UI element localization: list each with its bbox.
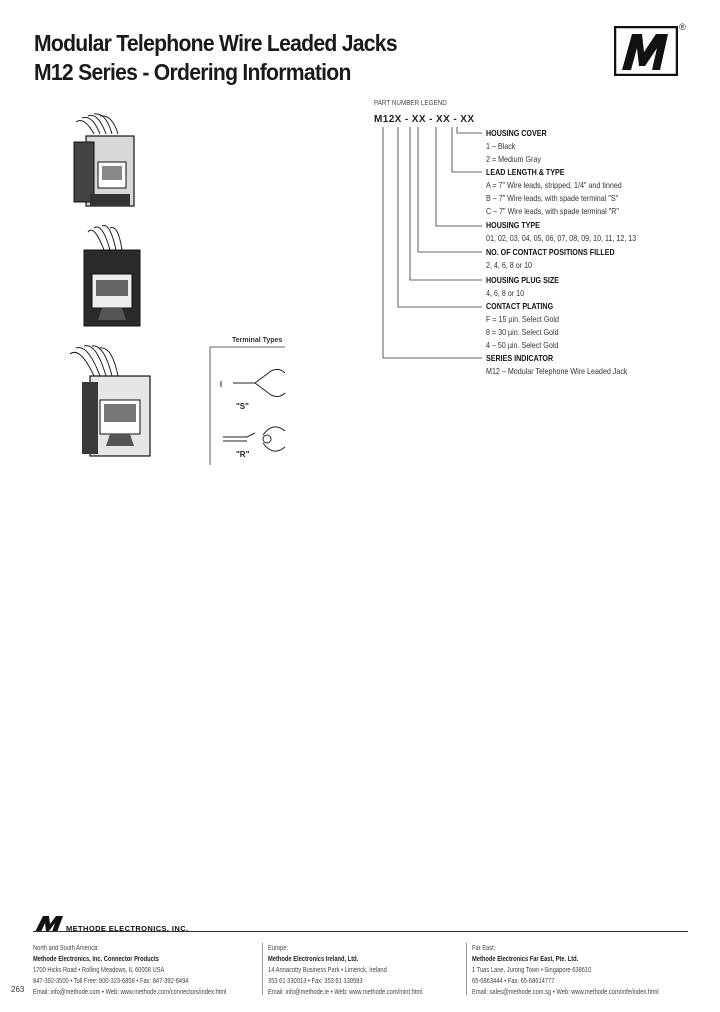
part-number-pattern: M12X - XX - XX - XX: [374, 114, 475, 125]
legend-housing-cover: HOUSING COVER 1 – Black 2 = Medium Gray: [486, 127, 547, 166]
footer-company: Methode Electronics Far East, Pte. Ltd.: [472, 956, 579, 963]
legend-line: A = 7" Wire leads, stripped, 1/4" and ti…: [486, 180, 622, 190]
legend-line: M12 – Modular Telephone Wire Leaded Jack: [486, 366, 628, 376]
legend-heading: LEAD LENGTH & TYPE: [486, 167, 565, 177]
legend-line: 2 = Medium Gray: [486, 154, 541, 164]
legend-line: 1 – Black: [486, 141, 516, 151]
legend-line: F = 15 µin. Select Gold: [486, 314, 559, 324]
footer-region: Europe:: [268, 945, 289, 952]
legend-heading: HOUSING COVER: [486, 128, 547, 138]
footer-address: 1 Tuas Lane, Jurong Town • Singapore 638…: [472, 967, 592, 974]
legend-heading: NO. OF CONTACT POSITIONS FILLED: [486, 247, 615, 257]
jack-image-1: [73, 113, 135, 207]
terminal-types-diagram: [209, 346, 286, 465]
legend-contact-positions: NO. OF CONTACT POSITIONS FILLED 2, 4, 6,…: [486, 246, 615, 272]
footer-col-europe: Europe: Methode Electronics Ireland, Ltd…: [268, 943, 422, 998]
page-number: 263: [11, 985, 25, 994]
registered-mark: ®: [679, 22, 686, 32]
footer-company-name: METHODE ELECTRONICS, INC.: [66, 924, 189, 933]
legend-lead-length: LEAD LENGTH & TYPE A = 7" Wire leads, st…: [486, 166, 622, 218]
footer-phone: 353 61 330013 • Fax: 353 61 330593: [268, 978, 363, 985]
spade-terminal-r-icon: [223, 426, 286, 452]
legend-heading: CONTACT PLATING: [486, 301, 554, 311]
jack-image-2: [83, 225, 141, 327]
legend-line: 2, 4, 6, 8 or 10: [486, 260, 533, 270]
footer-address: 14 Annacotty Business Park • Limerick, I…: [268, 967, 387, 974]
legend-series-indicator: SERIES INDICATOR M12 – Modular Telephone…: [486, 352, 627, 378]
footer-company: Methode Electronics Ireland, Ltd.: [268, 956, 359, 963]
footer-phone: 847-392-3500 • Toll Free: 800-323-6858 •…: [33, 978, 189, 985]
legend-housing-type: HOUSING TYPE 01, 02, 03, 04, 05, 06, 07,…: [486, 219, 636, 245]
spade-terminal-s-icon: [220, 368, 286, 398]
footer-web[interactable]: Email: sales@methode.com.sg • Web: www.m…: [472, 989, 659, 996]
legend-heading: HOUSING TYPE: [486, 220, 540, 230]
legend-heading: SERIES INDICATOR: [486, 353, 554, 363]
footer-address: 1700 Hicks Road • Rolling Meadows, IL 60…: [33, 967, 165, 974]
legend-line: 01, 02, 03, 04, 05, 06, 07, 08, 09, 10, …: [486, 233, 637, 243]
legend-contact-plating: CONTACT PLATING F = 15 µin. Select Gold …: [486, 300, 559, 352]
jack-image-3: [69, 345, 151, 457]
methode-logo-icon: [614, 26, 678, 76]
terminal-label-r: "R": [236, 450, 250, 459]
footer-divider: [262, 943, 263, 995]
footer-company: Methode Electronics, Inc. Connector Prod…: [33, 956, 159, 963]
footer-col-fareast: Far East: Methode Electronics Far East, …: [472, 943, 659, 998]
legend-line: B – 7" Wire leads, with spade terminal "…: [486, 193, 619, 203]
legend-heading: HOUSING PLUG SIZE: [486, 275, 559, 285]
footer-phone: 65-6863444 • Fax: 65-68614777: [472, 978, 555, 985]
legend-line: C – 7" Wire leads, with spade terminal "…: [486, 206, 619, 216]
legend-line: 4, 6, 8 or 10: [486, 288, 525, 298]
footer-web[interactable]: Email: info@methode.com • Web: www.metho…: [33, 989, 227, 996]
footer-divider: [466, 943, 467, 995]
terminal-types-title: Terminal Types: [232, 337, 283, 344]
footer-col-americas: North and South America: Methode Electro…: [33, 943, 226, 998]
methode-footer-logo-icon: [35, 916, 63, 932]
legend-plug-size: HOUSING PLUG SIZE 4, 6, 8 or 10: [486, 274, 559, 300]
page-subtitle: M12 Series - Ordering Information: [34, 59, 351, 85]
footer-region: North and South America:: [33, 945, 99, 952]
legend-line: 8 = 30 µin. Select Gold: [486, 327, 559, 337]
legend-line: 4 – 50 µin. Select Gold: [486, 340, 559, 350]
footer-region: Far East:: [472, 945, 496, 952]
legend-title: PART NUMBER LEGEND: [374, 100, 447, 107]
terminal-label-s: "S": [236, 402, 249, 411]
footer-web[interactable]: Email: info@methode.ie • Web: www.method…: [268, 989, 423, 996]
footer-rule: [33, 931, 688, 932]
page-title: Modular Telephone Wire Leaded Jacks: [34, 30, 398, 56]
